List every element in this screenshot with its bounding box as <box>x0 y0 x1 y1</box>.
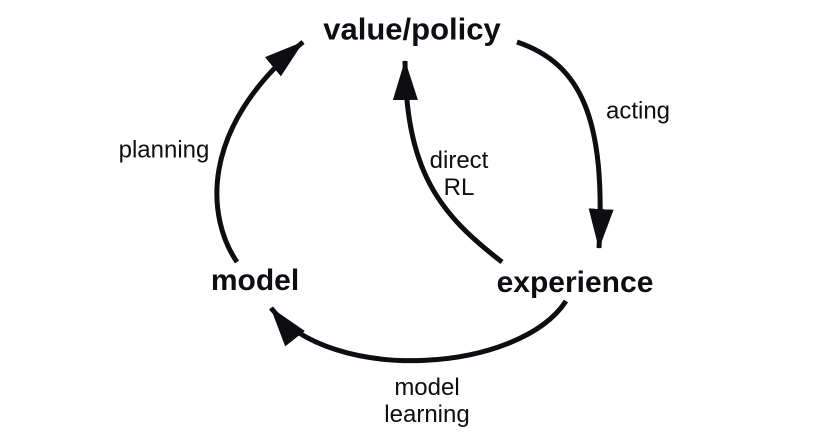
direct-rl-label-line1: direct <box>429 147 489 174</box>
edge-acting-arrow <box>516 39 614 249</box>
direct-rl-label-line2: RL <box>443 174 475 201</box>
node-model: model <box>210 264 300 298</box>
node-experience: experience <box>496 266 654 300</box>
model-learning-label-line1: model <box>394 374 460 401</box>
direct-rl-label: direct RL <box>430 147 489 201</box>
model-learning-label-line2: learning <box>384 401 470 428</box>
edge-direct-rl-arrow <box>392 60 504 264</box>
edge-planning-arrow <box>214 40 305 264</box>
acting-label: acting <box>605 97 671 125</box>
node-value-policy: value/policy <box>323 11 501 47</box>
planning-label: planning <box>118 136 210 164</box>
edge-model-learning-arrow <box>269 299 569 364</box>
model-learning-label: model learning <box>384 374 469 428</box>
